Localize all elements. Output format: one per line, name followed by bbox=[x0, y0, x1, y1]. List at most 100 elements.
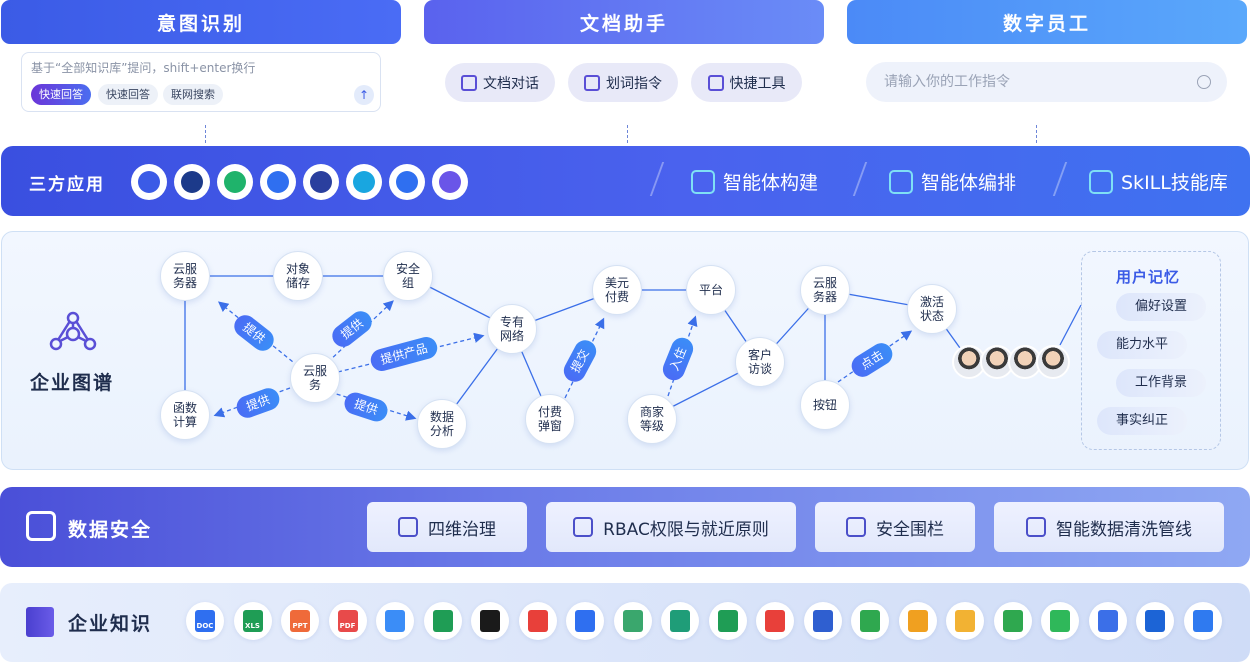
enterprise-graph-title: 企业图谱 bbox=[30, 372, 115, 394]
app-icon-8[interactable] bbox=[432, 164, 468, 200]
node-cloud-server-2[interactable]: 云服务器 bbox=[800, 265, 850, 315]
agent-build[interactable]: 智能体构建 bbox=[691, 168, 818, 195]
link-icon[interactable] bbox=[803, 602, 842, 640]
wechat-icon[interactable] bbox=[1041, 602, 1079, 640]
announce-icon[interactable] bbox=[756, 602, 794, 640]
web-icon-glyph bbox=[432, 610, 453, 632]
node-customer-interview[interactable]: 客户访谈 bbox=[735, 337, 785, 387]
feishu-icon[interactable] bbox=[1183, 602, 1222, 640]
memory-tag-ability[interactable]: 能力水平 bbox=[1097, 331, 1187, 359]
node-platform[interactable]: 平台 bbox=[686, 265, 736, 315]
cloud-icon-glyph bbox=[1145, 610, 1165, 632]
app-icon-8-glyph bbox=[439, 171, 461, 193]
node-merchant-level[interactable]: 商家等级 bbox=[627, 394, 677, 444]
xls-icon[interactable]: XLS bbox=[233, 602, 272, 640]
search-icon[interactable] bbox=[1197, 75, 1211, 89]
app-doc-icon[interactable] bbox=[566, 602, 604, 640]
app-icon-3[interactable] bbox=[217, 164, 253, 200]
book-icon bbox=[26, 607, 54, 637]
excel-icon[interactable] bbox=[708, 602, 747, 640]
dify-icon-glyph bbox=[181, 171, 203, 193]
node-function-compute[interactable]: 函数计算 bbox=[160, 390, 210, 440]
header-digital-employee: 数字员工 bbox=[847, 0, 1247, 44]
security-fence-label: 安全围栏 bbox=[876, 519, 944, 540]
data-cleaning-pipeline[interactable]: 智能数据清洗管线 bbox=[994, 502, 1224, 552]
app-icon-7[interactable] bbox=[389, 164, 425, 200]
app-icon-1-glyph bbox=[138, 171, 160, 193]
security-fence[interactable]: 安全围栏 bbox=[815, 502, 975, 552]
node-private-network[interactable]: 专有网络 bbox=[487, 304, 537, 354]
image-icon[interactable] bbox=[613, 602, 652, 640]
cloud-icon bbox=[889, 169, 913, 194]
table-icon[interactable] bbox=[993, 602, 1032, 640]
node-us-pay[interactable]: 美元付费 bbox=[592, 265, 642, 315]
node-data-analysis[interactable]: 数据分析 bbox=[417, 399, 467, 449]
chat-icon[interactable] bbox=[1088, 602, 1127, 640]
memory-tag-fact-correction[interactable]: 事实纠正 bbox=[1097, 407, 1187, 435]
quick-tools-label: 快捷工具 bbox=[729, 75, 786, 92]
send-icon[interactable]: ↑ bbox=[354, 85, 374, 105]
rbac-permission[interactable]: RBAC权限与就近原则 bbox=[546, 502, 796, 552]
node-cloud-service[interactable]: 云服务 bbox=[290, 353, 340, 403]
work-command-placeholder: 请输入你的工作指令 bbox=[884, 74, 1010, 90]
node-object-storage[interactable]: 对象储存 bbox=[273, 251, 323, 301]
node-cloud-server[interactable]: 云服务器 bbox=[160, 251, 210, 301]
mind-icon[interactable] bbox=[661, 602, 699, 640]
video-icon[interactable] bbox=[376, 602, 414, 640]
app-icon-4[interactable] bbox=[260, 164, 296, 200]
third-party-title: 三方应用 bbox=[29, 175, 105, 195]
app-icon-6[interactable] bbox=[346, 164, 382, 200]
node-activation-status[interactable]: 激活状态 bbox=[907, 284, 957, 334]
node-button[interactable]: 按钮 bbox=[800, 380, 850, 430]
app-icon-6-glyph bbox=[353, 171, 375, 193]
doc-chat-icon bbox=[461, 74, 477, 91]
node-pay-popup[interactable]: 付费弹窗 bbox=[525, 394, 575, 444]
app-icon-5[interactable] bbox=[303, 164, 339, 200]
pdf-icon[interactable]: PDF bbox=[328, 602, 367, 640]
header-doc-assistant: 文档助手 bbox=[424, 0, 824, 44]
txt-icon[interactable] bbox=[471, 602, 509, 640]
word-command-button[interactable]: 划词指令 bbox=[568, 63, 678, 102]
work-command-input[interactable]: 请输入你的工作指令 bbox=[866, 62, 1227, 102]
folder-icon[interactable] bbox=[946, 602, 984, 640]
node-security-group[interactable]: 安全组 bbox=[383, 251, 433, 301]
wps-icon[interactable] bbox=[518, 602, 557, 640]
ppt-icon[interactable]: PPT bbox=[281, 602, 319, 640]
skill-library[interactable]: SkILL技能库 bbox=[1089, 168, 1228, 195]
dify-icon[interactable] bbox=[174, 164, 210, 200]
app-icon-7-glyph bbox=[396, 171, 418, 193]
doc-chat-label: 文档对话 bbox=[483, 75, 539, 92]
database-icon bbox=[1026, 517, 1046, 537]
excel-icon-glyph bbox=[717, 610, 738, 632]
chip-web-search[interactable]: 联网搜索 bbox=[163, 84, 223, 105]
header-intent-recognition: 意图识别 bbox=[1, 0, 401, 44]
app-icon-1[interactable] bbox=[131, 164, 167, 200]
wechat-icon-glyph bbox=[1050, 610, 1070, 632]
doc-icon[interactable]: DOC bbox=[186, 602, 224, 640]
chip-quick-answer[interactable]: 快速回答 bbox=[98, 84, 158, 105]
txt-icon-glyph bbox=[480, 610, 500, 632]
folder-icon-glyph bbox=[955, 610, 975, 632]
agent-orchestrate[interactable]: 智能体编排 bbox=[889, 168, 1016, 195]
memory-tag-work-background[interactable]: 工作背景 bbox=[1116, 369, 1206, 397]
memory-tag-preferences[interactable]: 偏好设置 bbox=[1116, 293, 1206, 321]
query-box[interactable]: 基于“全部知识库”提问，shift+enter换行 快速回答 快速回答 联网搜索… bbox=[21, 52, 381, 112]
sheet-icon[interactable] bbox=[851, 602, 889, 640]
cloud-icon[interactable] bbox=[1136, 602, 1174, 640]
connector-line bbox=[1036, 125, 1037, 143]
four-dim-governance-label: 四维治理 bbox=[428, 519, 496, 540]
app-icon-4-glyph bbox=[267, 171, 289, 193]
connector-line bbox=[205, 125, 206, 143]
four-dim-governance[interactable]: 四维治理 bbox=[367, 502, 527, 552]
chart-icon[interactable] bbox=[898, 602, 937, 640]
quick-tools-button[interactable]: 快捷工具 bbox=[691, 63, 802, 102]
doc-icon-glyph: DOC bbox=[195, 610, 215, 632]
wps-icon-glyph bbox=[527, 610, 548, 632]
mind-icon-glyph bbox=[670, 610, 690, 632]
agent-orchestrate-label: 智能体编排 bbox=[921, 172, 1017, 194]
doc-chat-button[interactable]: 文档对话 bbox=[445, 63, 555, 102]
chip-quick-answer-active[interactable]: 快速回答 bbox=[31, 84, 91, 105]
web-icon[interactable] bbox=[423, 602, 462, 640]
data-security-title: 数据安全 bbox=[68, 519, 153, 541]
chat-icon-glyph bbox=[1097, 610, 1118, 632]
